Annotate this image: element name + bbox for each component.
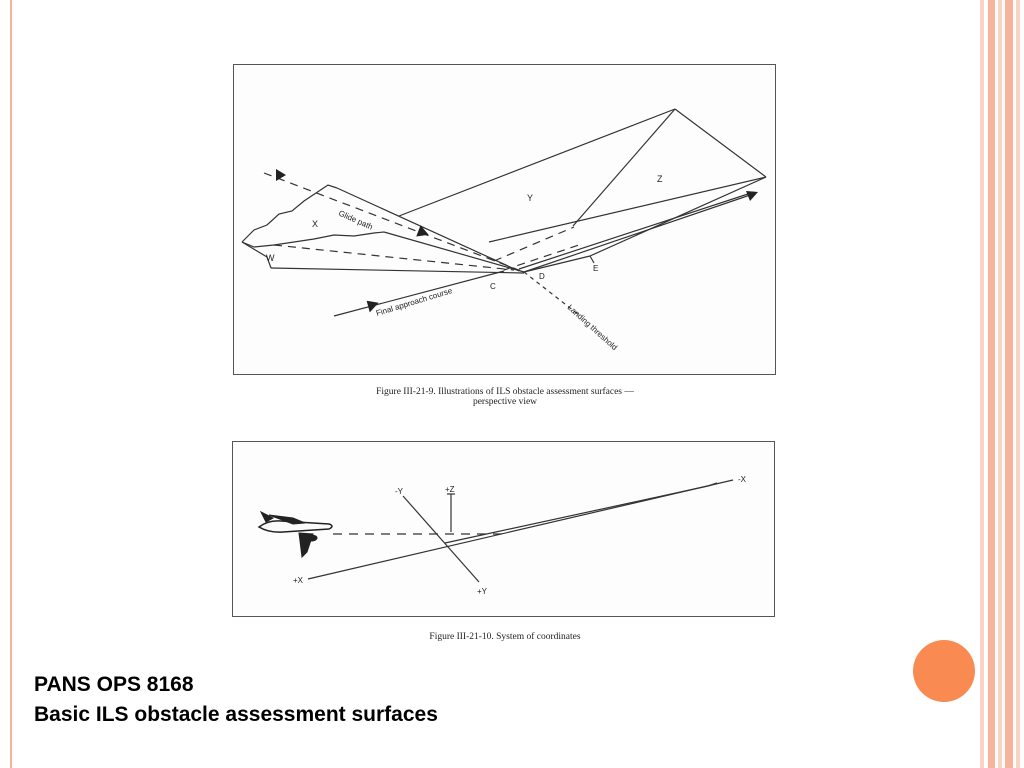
surface-x-top-edge	[336, 187, 520, 272]
course-end-arrow-icon	[746, 191, 758, 201]
final-approach-arrow-icon	[366, 300, 379, 313]
surface-e-edge	[523, 255, 591, 273]
label-minus-y: -Y	[395, 487, 404, 496]
figure2-caption: Figure III-21-10. System of coordinates	[429, 632, 581, 642]
course-guideline	[518, 191, 755, 270]
label-minus-x: -X	[738, 475, 747, 484]
surface-w-side	[241, 241, 272, 269]
label-landing-threshold: Landing threshold	[566, 303, 619, 352]
label-x: X	[312, 219, 318, 229]
border-stripe-2	[988, 0, 995, 768]
y-axis	[402, 495, 480, 583]
coordinate-system-diagram: -X +X -Y +Y +Z	[257, 475, 747, 596]
slide-title-line1: PANS OPS 8168	[34, 673, 194, 696]
approach-surface	[444, 482, 718, 544]
figure-perspective-view: W X Y Z C D E Glide path Final approach …	[233, 64, 776, 375]
figure-coordinate-system: -X +X -Y +Y +Z	[232, 441, 775, 617]
label-plus-y: +Y	[477, 587, 488, 596]
label-c: C	[490, 282, 496, 291]
surface-z-fold	[572, 108, 676, 227]
slide-title-line2: Basic ILS obstacle assessment surfaces	[34, 703, 438, 726]
label-glide-path: Glide path	[337, 209, 374, 232]
label-e: E	[593, 264, 598, 273]
glide-path-line	[263, 172, 525, 273]
label-y: Y	[527, 193, 533, 203]
label-w: W	[266, 253, 275, 263]
label-plus-z: +Z	[445, 485, 455, 494]
border-stripe-1	[980, 0, 984, 768]
dashed-link	[493, 226, 575, 262]
figure1-caption-line2: perspective view	[472, 397, 538, 407]
final-approach-course-line	[333, 270, 505, 317]
label-plus-x: +X	[293, 576, 304, 585]
final-approach-course-ext	[523, 192, 757, 273]
glide-path-arrow-icon	[276, 169, 286, 181]
surface-x-outline	[241, 184, 338, 243]
surface-w-bottom	[270, 267, 525, 274]
orange-circle-icon	[913, 640, 975, 702]
border-stripe-4	[1005, 0, 1013, 768]
surface-y-bottom-edge	[488, 176, 767, 243]
airplane-icon	[257, 510, 333, 559]
border-stripe-5	[1016, 0, 1020, 768]
surface-x-bottom	[241, 231, 385, 248]
label-z: Z	[657, 174, 663, 184]
point-e-tick	[589, 255, 595, 264]
surface-w-top	[383, 231, 525, 273]
label-d: D	[539, 272, 545, 281]
figure1-caption: Figure III-21-9. Illustrations of ILS ob…	[300, 387, 710, 407]
figure1-caption-line1: Figure III-21-9. Illustrations of ILS ob…	[376, 387, 634, 397]
ils-surfaces-diagram: W X Y Z C D E Glide path Final approach …	[241, 108, 767, 352]
surface-y-top-edge	[398, 108, 676, 217]
dashed-centerline	[273, 244, 515, 271]
surface-z-top	[674, 108, 767, 178]
landing-threshold-line	[523, 271, 580, 316]
glide-path-arrow-2-icon	[416, 225, 429, 237]
border-stripe-3	[998, 0, 1002, 768]
border-line-left	[10, 0, 12, 768]
